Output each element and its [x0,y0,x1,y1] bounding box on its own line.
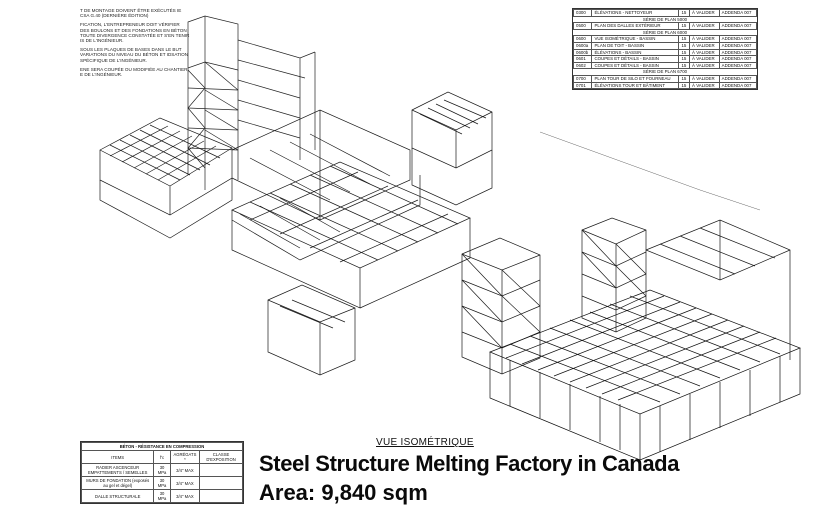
sheet-section-header: SÉRIE DE PLAN 5000 [573,15,757,24]
concrete-table-title: BÉTON - RÉSISTANCE EN COMPRESSION [81,442,243,451]
table-row: MURS DE FONDATION (exposés au gel et dég… [80,476,243,490]
table-row: RADIER ASCENCEUR EMPATTEMENTS / SEMELLES… [80,463,243,477]
page-title: Steel Structure Melting Factory in Canad… [259,451,680,476]
central-corridor [231,109,421,261]
right-large-hall [489,289,801,461]
area-caption: Area: 9,840 sqm [259,480,428,505]
note-2: FICATION, L'ENTREPRENEUR DOIT VÉRIFIER D… [80,22,190,44]
view-label: VUE ISOMÉTRIQUE [376,437,474,448]
upper-block [411,91,493,206]
right-annex [645,219,791,360]
note-4: ENE SERA COUPÉE OU MODIFIÉE AU CHANTIER,… [80,66,189,78]
sheet-section-header: SÉRIE DE PLAN 6700 [573,68,757,76]
sheet-section-header: SÉRIE DE PLAN 6000 [573,28,757,37]
note-3: SOUS LES PLAQUES DE BASES DANS LE BUT VA… [80,47,189,63]
right-tower [581,217,647,333]
middle-tower [461,237,541,375]
left-hall [99,117,233,239]
general-notes: T DE MONTAGE DOIVENT ÊTRE EXÉCUTÉS IE CS… [80,8,190,81]
diagonal-hall [231,161,471,376]
note-1: T DE MONTAGE DOIVENT ÊTRE EXÉCUTÉS IE CS… [80,8,182,19]
left-tower [187,15,316,190]
